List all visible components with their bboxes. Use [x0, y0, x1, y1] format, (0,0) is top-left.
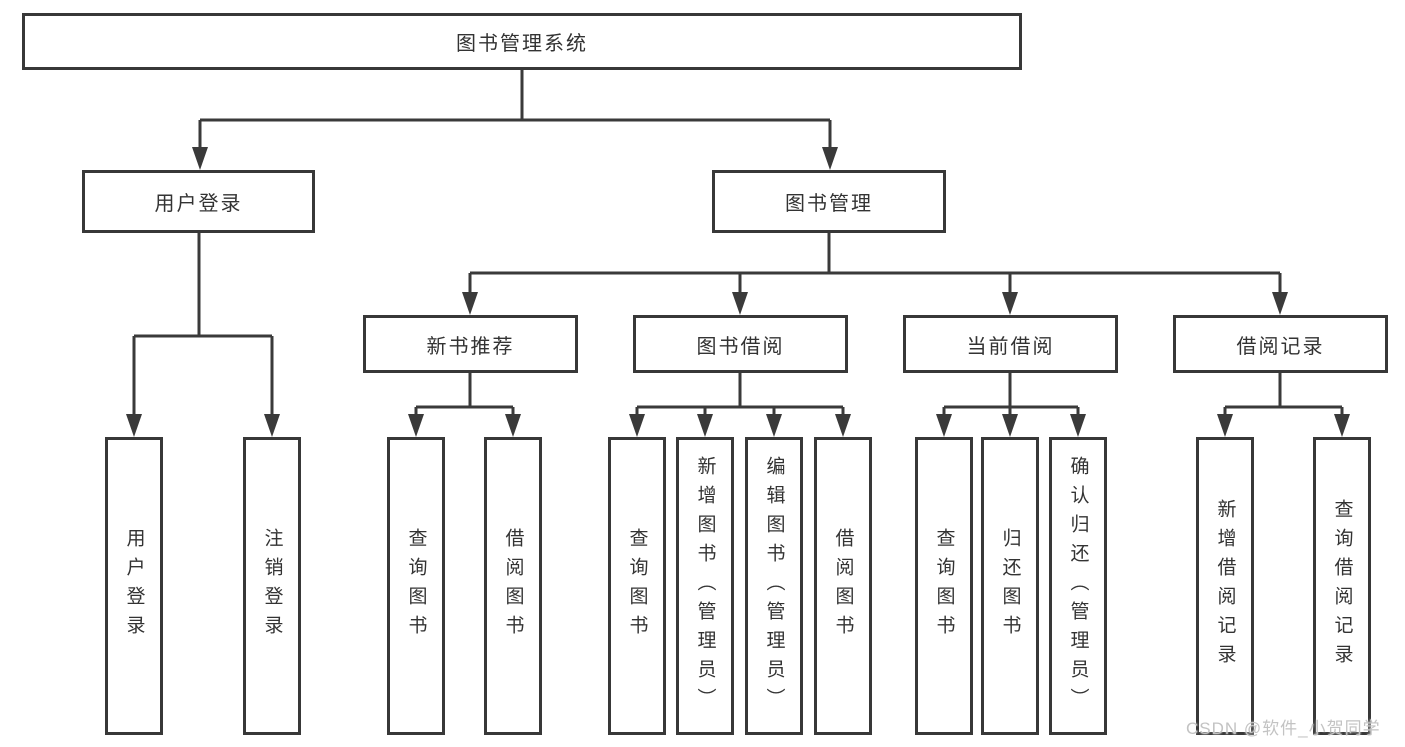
node-new-book-recommend: 新书推荐 [363, 315, 578, 373]
leaf-user-login-label: 用户登录 [123, 528, 145, 644]
node-root: 图书管理系统 [22, 13, 1022, 70]
leaf-records-query-record: 查询借阅记录 [1313, 437, 1371, 735]
node-borrowing-records: 借阅记录 [1173, 315, 1388, 373]
arrowhead-icon [936, 414, 952, 437]
node-book-borrowing-label: 图书借阅 [696, 335, 785, 358]
leaf-records-query-record-label: 查询借阅记录 [1331, 499, 1353, 673]
arrowhead-icon [732, 292, 748, 315]
arrowhead-icon [126, 414, 142, 437]
leaf-borrowing-borrow-books: 借阅图书 [814, 437, 872, 735]
leaf-borrowing-edit-books-admin: 编辑图书（管理员） [745, 437, 803, 735]
arrowhead-icon [1334, 414, 1350, 437]
leaf-newbooks-borrow-books: 借阅图书 [484, 437, 542, 735]
leaf-current-confirm-return-admin-label: 确认归还（管理员） [1067, 455, 1089, 717]
leaf-borrowing-add-books-admin-label: 新增图书（管理员） [694, 455, 716, 717]
leaf-user-login: 用户登录 [105, 437, 163, 735]
leaf-newbooks-query-books: 查询图书 [387, 437, 445, 735]
arrowhead-icon [766, 414, 782, 437]
arrowhead-icon [192, 147, 208, 170]
leaf-borrowing-edit-books-admin-label: 编辑图书（管理员） [763, 455, 785, 717]
node-book-borrowing: 图书借阅 [633, 315, 848, 373]
leaf-records-add-record: 新增借阅记录 [1196, 437, 1254, 735]
leaf-current-query-books: 查询图书 [915, 437, 973, 735]
arrowhead-icon [835, 414, 851, 437]
node-book-management-label: 图书管理 [785, 193, 873, 215]
leaf-logout: 注销登录 [243, 437, 301, 735]
leaf-borrowing-query-books: 查询图书 [608, 437, 666, 735]
arrowhead-icon [1070, 414, 1086, 437]
arrowhead-icon [1217, 414, 1233, 437]
leaf-records-add-record-label: 新增借阅记录 [1214, 499, 1236, 673]
leaf-logout-label: 注销登录 [261, 528, 283, 644]
node-borrowing-records-label: 借阅记录 [1236, 335, 1325, 358]
arrowhead-icon [629, 414, 645, 437]
watermark: CSDN @软件_小贺同学 [1186, 719, 1381, 738]
node-new-book-recommend-label: 新书推荐 [426, 335, 515, 358]
arrowhead-icon [697, 414, 713, 437]
arrowhead-icon [1272, 292, 1288, 315]
leaf-current-return-books: 归还图书 [981, 437, 1039, 735]
leaf-current-return-books-label: 归还图书 [999, 528, 1021, 644]
leaf-borrowing-query-books-label: 查询图书 [626, 528, 648, 644]
arrowhead-icon [1002, 414, 1018, 437]
arrowhead-icon [505, 414, 521, 437]
leaf-current-confirm-return-admin: 确认归还（管理员） [1049, 437, 1107, 735]
arrowhead-icon [408, 414, 424, 437]
node-current-borrowing: 当前借阅 [903, 315, 1118, 373]
leaf-borrowing-borrow-books-label: 借阅图书 [832, 528, 854, 644]
node-root-label: 图书管理系统 [456, 33, 588, 55]
arrowhead-icon [264, 414, 280, 437]
leaf-newbooks-borrow-books-label: 借阅图书 [502, 528, 524, 644]
arrowhead-icon [822, 147, 838, 170]
node-book-management: 图书管理 [712, 170, 946, 233]
leaf-current-query-books-label: 查询图书 [933, 528, 955, 644]
node-user-login: 用户登录 [82, 170, 315, 233]
arrowhead-icon [1002, 292, 1018, 315]
arrowhead-icon [462, 292, 478, 315]
leaf-borrowing-add-books-admin: 新增图书（管理员） [676, 437, 734, 735]
leaf-newbooks-query-books-label: 查询图书 [405, 528, 427, 644]
node-current-borrowing-label: 当前借阅 [966, 335, 1055, 358]
node-user-login-label: 用户登录 [154, 193, 243, 215]
